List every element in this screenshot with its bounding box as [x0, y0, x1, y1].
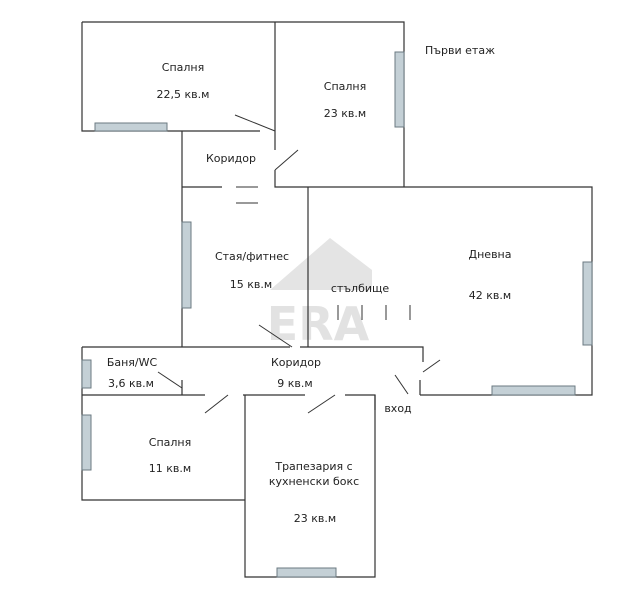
svg-text:ERA: ERA	[267, 297, 370, 351]
svg-text:9 кв.м: 9 кв.м	[277, 377, 312, 390]
svg-text:11 кв.м: 11 кв.м	[149, 462, 191, 475]
svg-text:3,6 кв.м: 3,6 кв.м	[108, 377, 154, 390]
svg-text:Стая/фитнес: Стая/фитнес	[215, 250, 289, 263]
svg-text:15 кв.м: 15 кв.м	[230, 278, 272, 291]
svg-text:Трапезария с: Трапезария с	[274, 460, 352, 473]
walls	[81, 21, 593, 578]
svg-text:Баня/WC: Баня/WC	[107, 356, 158, 369]
svg-text:23 кв.м: 23 кв.м	[294, 512, 336, 525]
svg-text:23 кв.м: 23 кв.м	[324, 107, 366, 120]
svg-text:стълбище: стълбище	[331, 282, 390, 295]
svg-text:42 кв.м: 42 кв.м	[469, 289, 511, 302]
svg-text:Спалня: Спалня	[324, 80, 366, 93]
svg-text:Коридор: Коридор	[206, 152, 256, 165]
svg-text:кухненски бокс: кухненски бокс	[269, 475, 359, 488]
svg-text:Спалня: Спалня	[149, 436, 191, 449]
doors	[157, 114, 441, 414]
svg-text:22,5 кв.м: 22,5 кв.м	[157, 88, 210, 101]
entrance-label: вход	[384, 402, 412, 415]
floor-title: Първи етаж	[425, 44, 495, 57]
windows	[81, 51, 593, 578]
room-labels: Спалня 22,5 кв.м Спалня 23 кв.м Коридор …	[107, 61, 512, 525]
svg-text:Дневна: Дневна	[469, 248, 512, 261]
svg-text:Коридор: Коридор	[271, 356, 321, 369]
svg-text:Спалня: Спалня	[162, 61, 204, 74]
